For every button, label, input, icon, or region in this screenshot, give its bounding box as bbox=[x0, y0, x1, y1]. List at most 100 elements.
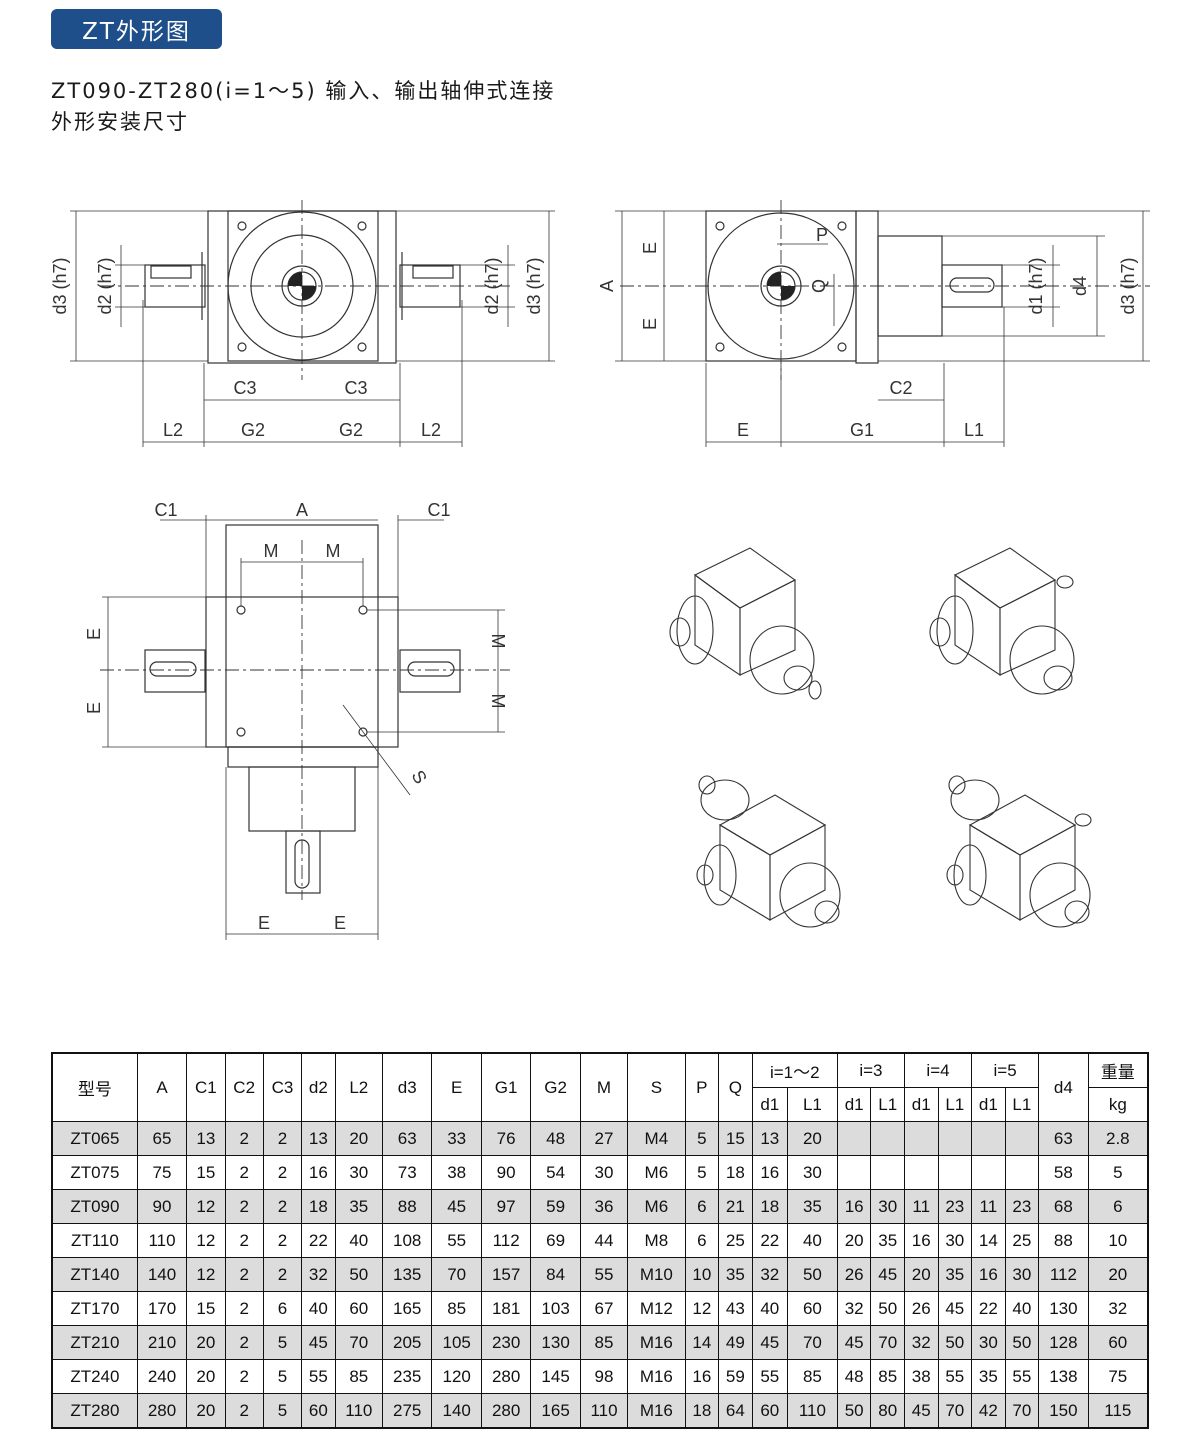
table-header-ratio: i=1～2 bbox=[751, 1052, 838, 1088]
table-cell: 112 bbox=[480, 1223, 532, 1258]
subtitle-line-1: ZT090-ZT280(i=1～5) 输入、输出轴伸式连接 bbox=[51, 79, 556, 103]
label-s: S bbox=[408, 767, 431, 787]
table-cell: 275 bbox=[381, 1393, 433, 1429]
table-cell: 10 bbox=[1087, 1223, 1149, 1258]
table-cell: 45 bbox=[836, 1325, 872, 1360]
side-view bbox=[615, 200, 1150, 447]
table-cell: 12 bbox=[186, 1223, 226, 1258]
table-cell bbox=[971, 1121, 1006, 1156]
table-cell: 32 bbox=[751, 1257, 788, 1292]
table-cell: 30 bbox=[334, 1155, 383, 1190]
label-g2-right: G2 bbox=[339, 420, 363, 440]
table-cell: 35 bbox=[971, 1359, 1006, 1394]
table-cell: 135 bbox=[381, 1257, 433, 1292]
table-cell: 85 bbox=[870, 1359, 905, 1394]
table-cell: 165 bbox=[381, 1291, 433, 1326]
table-cell: 6 bbox=[684, 1189, 720, 1224]
table-cell: 45 bbox=[870, 1257, 905, 1292]
table-cell: 90 bbox=[480, 1155, 532, 1190]
table-header: P bbox=[684, 1052, 720, 1122]
table-header: G2 bbox=[530, 1052, 581, 1122]
table-cell: 58 bbox=[1038, 1155, 1089, 1190]
label-d3-right: d3 (h7) bbox=[524, 257, 544, 314]
table-cell: 130 bbox=[1038, 1291, 1089, 1326]
table-cell: 15 bbox=[718, 1121, 753, 1156]
table-cell: 30 bbox=[1004, 1257, 1040, 1292]
label-d2-left: d2 (h7) bbox=[95, 257, 115, 314]
table-cell: 6 bbox=[684, 1223, 720, 1258]
table-cell: 73 bbox=[381, 1155, 433, 1190]
table-cell: 170 bbox=[136, 1291, 188, 1326]
table-cell: 35 bbox=[718, 1257, 753, 1292]
label-c3-left: C3 bbox=[233, 378, 256, 398]
table-cell: 2 bbox=[224, 1359, 264, 1394]
table-cell: 2 bbox=[262, 1121, 303, 1156]
table-cell: 13 bbox=[301, 1121, 336, 1156]
table-cell: 103 bbox=[530, 1291, 581, 1326]
table-cell: 26 bbox=[903, 1291, 939, 1326]
table-cell: 181 bbox=[480, 1291, 532, 1326]
table-cell: 14 bbox=[971, 1223, 1006, 1258]
label-e-bottom-right: E bbox=[334, 913, 346, 933]
table-cell: ZT210 bbox=[51, 1325, 138, 1360]
table-cell: 88 bbox=[1038, 1223, 1089, 1258]
table-cell: 70 bbox=[937, 1393, 973, 1429]
table-cell: 2 bbox=[262, 1257, 303, 1292]
table-cell: 30 bbox=[579, 1155, 629, 1190]
table-cell: 6 bbox=[262, 1291, 303, 1326]
table-cell: 60 bbox=[301, 1393, 336, 1429]
table-cell: 110 bbox=[334, 1393, 383, 1429]
table-cell: 98 bbox=[579, 1359, 629, 1394]
table-cell: 85 bbox=[431, 1291, 482, 1326]
table-cell: 230 bbox=[480, 1325, 532, 1360]
table-cell: 32 bbox=[1087, 1291, 1149, 1326]
table-cell: 50 bbox=[937, 1325, 973, 1360]
label-p: P bbox=[816, 225, 828, 245]
table-cell: M10 bbox=[627, 1257, 686, 1292]
table-cell: 44 bbox=[579, 1223, 629, 1258]
table-cell: 13 bbox=[751, 1121, 788, 1156]
table-cell: 68 bbox=[1038, 1189, 1089, 1224]
table-cell: 205 bbox=[381, 1325, 433, 1360]
table-cell: 18 bbox=[301, 1189, 336, 1224]
table-cell: 20 bbox=[186, 1359, 226, 1394]
table-cell: M6 bbox=[627, 1155, 686, 1190]
table-cell: 280 bbox=[136, 1393, 188, 1429]
table-cell: 16 bbox=[751, 1155, 788, 1190]
table-cell: M16 bbox=[627, 1393, 686, 1429]
table-cell: 55 bbox=[301, 1359, 336, 1394]
label-l2-left: L2 bbox=[163, 420, 183, 440]
table-subheader-l1: L1 bbox=[1004, 1087, 1040, 1122]
table-cell: 84 bbox=[530, 1257, 581, 1292]
label-e-side-top: E bbox=[640, 242, 660, 254]
table-cell: 2 bbox=[224, 1393, 264, 1429]
subtitle-line-2: 外形安装尺寸 bbox=[51, 110, 189, 134]
table-cell: 40 bbox=[751, 1291, 788, 1326]
table-cell: ZT065 bbox=[51, 1121, 138, 1156]
table-header: C1 bbox=[186, 1052, 226, 1122]
table-header-ratio: i=5 bbox=[971, 1052, 1040, 1088]
table-cell: 14 bbox=[684, 1325, 720, 1360]
table-cell: 60 bbox=[1087, 1325, 1149, 1360]
table-cell: 10 bbox=[684, 1257, 720, 1292]
table-cell: 50 bbox=[786, 1257, 838, 1292]
table-header: S bbox=[627, 1052, 686, 1122]
table-cell: M6 bbox=[627, 1189, 686, 1224]
table-cell: 48 bbox=[530, 1121, 581, 1156]
front-view bbox=[70, 200, 555, 447]
table-cell: 20 bbox=[903, 1257, 939, 1292]
table-cell: 2 bbox=[224, 1291, 264, 1326]
label-e-side-bottom-dim: E bbox=[737, 420, 749, 440]
table-cell: 2 bbox=[262, 1189, 303, 1224]
table-cell: 5 bbox=[1087, 1155, 1149, 1190]
label-m-right-upper: M bbox=[488, 634, 508, 649]
table-cell: 76 bbox=[480, 1121, 532, 1156]
table-cell: 280 bbox=[480, 1393, 532, 1429]
table-cell: 145 bbox=[530, 1359, 581, 1394]
table-cell: 55 bbox=[431, 1223, 482, 1258]
table-cell: 5 bbox=[262, 1359, 303, 1394]
table-cell: 69 bbox=[530, 1223, 581, 1258]
